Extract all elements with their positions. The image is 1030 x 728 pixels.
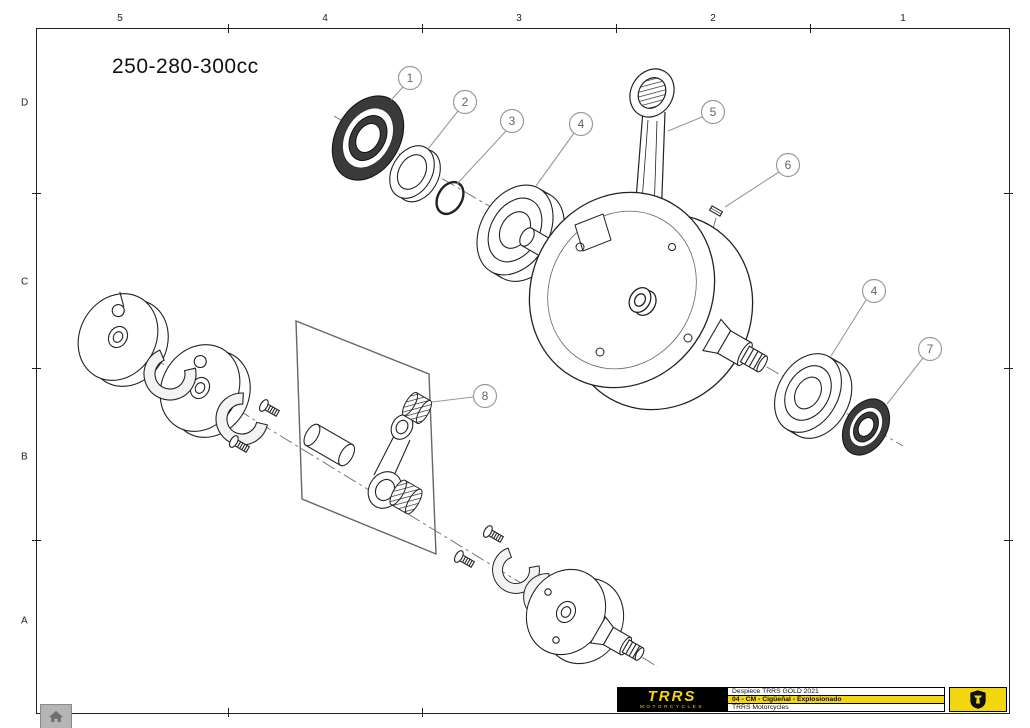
callout-balloon-8: 8	[472, 383, 498, 409]
grid-row-label: C	[21, 276, 29, 288]
crank-web-left-assembly	[77, 291, 282, 456]
home-button[interactable]	[40, 704, 72, 728]
titleblock-row-company: TRRS Motorcycles	[732, 704, 789, 711]
frame-tick	[810, 24, 811, 33]
frame-tick	[616, 24, 617, 33]
crankshaft-right-shaft	[702, 318, 768, 373]
svg-text:4: 4	[871, 284, 878, 298]
woodruff-key	[708, 205, 724, 217]
callout-balloon-3: 3	[499, 108, 525, 134]
grid-col-label: 1	[900, 13, 906, 24]
brand-subtitle: MOTORCYCLES	[640, 704, 704, 710]
callout-balloon-1: 1	[397, 65, 423, 91]
frame-tick	[422, 708, 423, 717]
page-title: 250-280-300cc	[112, 55, 259, 78]
callout-leader-lines	[390, 86, 924, 405]
frame-tick	[422, 24, 423, 33]
callout-balloon-7: 7	[917, 336, 943, 362]
callout-balloon-2: 2	[452, 89, 478, 115]
crank-half-bottom	[452, 523, 645, 665]
svg-text:1: 1	[407, 71, 414, 85]
svg-text:4: 4	[578, 117, 585, 131]
frame-tick	[1004, 193, 1013, 194]
svg-text:7: 7	[927, 342, 934, 356]
spacer-ring	[389, 145, 441, 203]
crank-flywheel-front	[528, 191, 716, 389]
web-screw-4	[452, 548, 477, 571]
web-screw-1	[257, 397, 282, 420]
drawing-frame	[36, 28, 1010, 714]
conrod-kit-box-outline	[295, 319, 437, 556]
main-bearing-right	[774, 353, 853, 439]
grid-row-label: A	[21, 615, 28, 627]
callout-balloon-6: 6	[775, 152, 801, 178]
needle-cage-bottom	[389, 479, 423, 515]
frame-tick	[228, 708, 229, 717]
svg-text:2: 2	[462, 95, 469, 109]
svg-text:3: 3	[509, 114, 516, 128]
svg-text:6: 6	[785, 158, 792, 172]
trrs-logo: TRRS MOTORCYCLES	[617, 687, 727, 712]
frame-tick	[32, 368, 41, 369]
svg-text:5: 5	[710, 105, 717, 119]
callout-balloon-4-right: 4	[861, 278, 887, 304]
crank-hub	[628, 287, 657, 316]
grid-col-label: 3	[516, 13, 522, 24]
web-screw-3	[481, 523, 506, 546]
brand-name: TRRS	[647, 688, 697, 706]
callout-balloon-4-left: 4	[568, 111, 594, 137]
frame-tick	[32, 193, 41, 194]
svg-text:8: 8	[482, 389, 489, 403]
grid-col-label: 2	[710, 13, 716, 24]
frame-tick	[1004, 368, 1013, 369]
conrod-kit-rod	[367, 414, 414, 509]
callout-balloon-5: 5	[700, 99, 726, 125]
frame-tick	[228, 24, 229, 33]
titleblock-rows: Despiece TRRS GOLD 2021 04 - CM - Cigüeñ…	[727, 687, 945, 712]
frame-tick	[32, 540, 41, 541]
oil-seal-left	[331, 95, 405, 181]
frame-tick	[1004, 540, 1013, 541]
crank-half-bottom-shaft	[589, 616, 645, 661]
titleblock-row-section: 04 - CM - Cigüeñal - Explosionado	[728, 696, 944, 704]
grid-row-label: B	[21, 451, 28, 463]
circlip	[435, 180, 465, 216]
titleblock-row-document: Despiece TRRS GOLD 2021	[728, 688, 944, 696]
grid-col-label: 4	[322, 13, 328, 24]
home-icon	[48, 710, 64, 723]
grid-row-label: D	[21, 97, 29, 109]
crank-pin	[303, 423, 356, 467]
grid-col-label: 5	[117, 13, 123, 24]
needle-cage-top	[401, 392, 433, 424]
title-block: TRRS MOTORCYCLES Despiece TRRS GOLD 2021…	[617, 687, 1007, 712]
trrs-shield-icon	[949, 687, 1007, 712]
oil-seal-right	[841, 398, 891, 456]
